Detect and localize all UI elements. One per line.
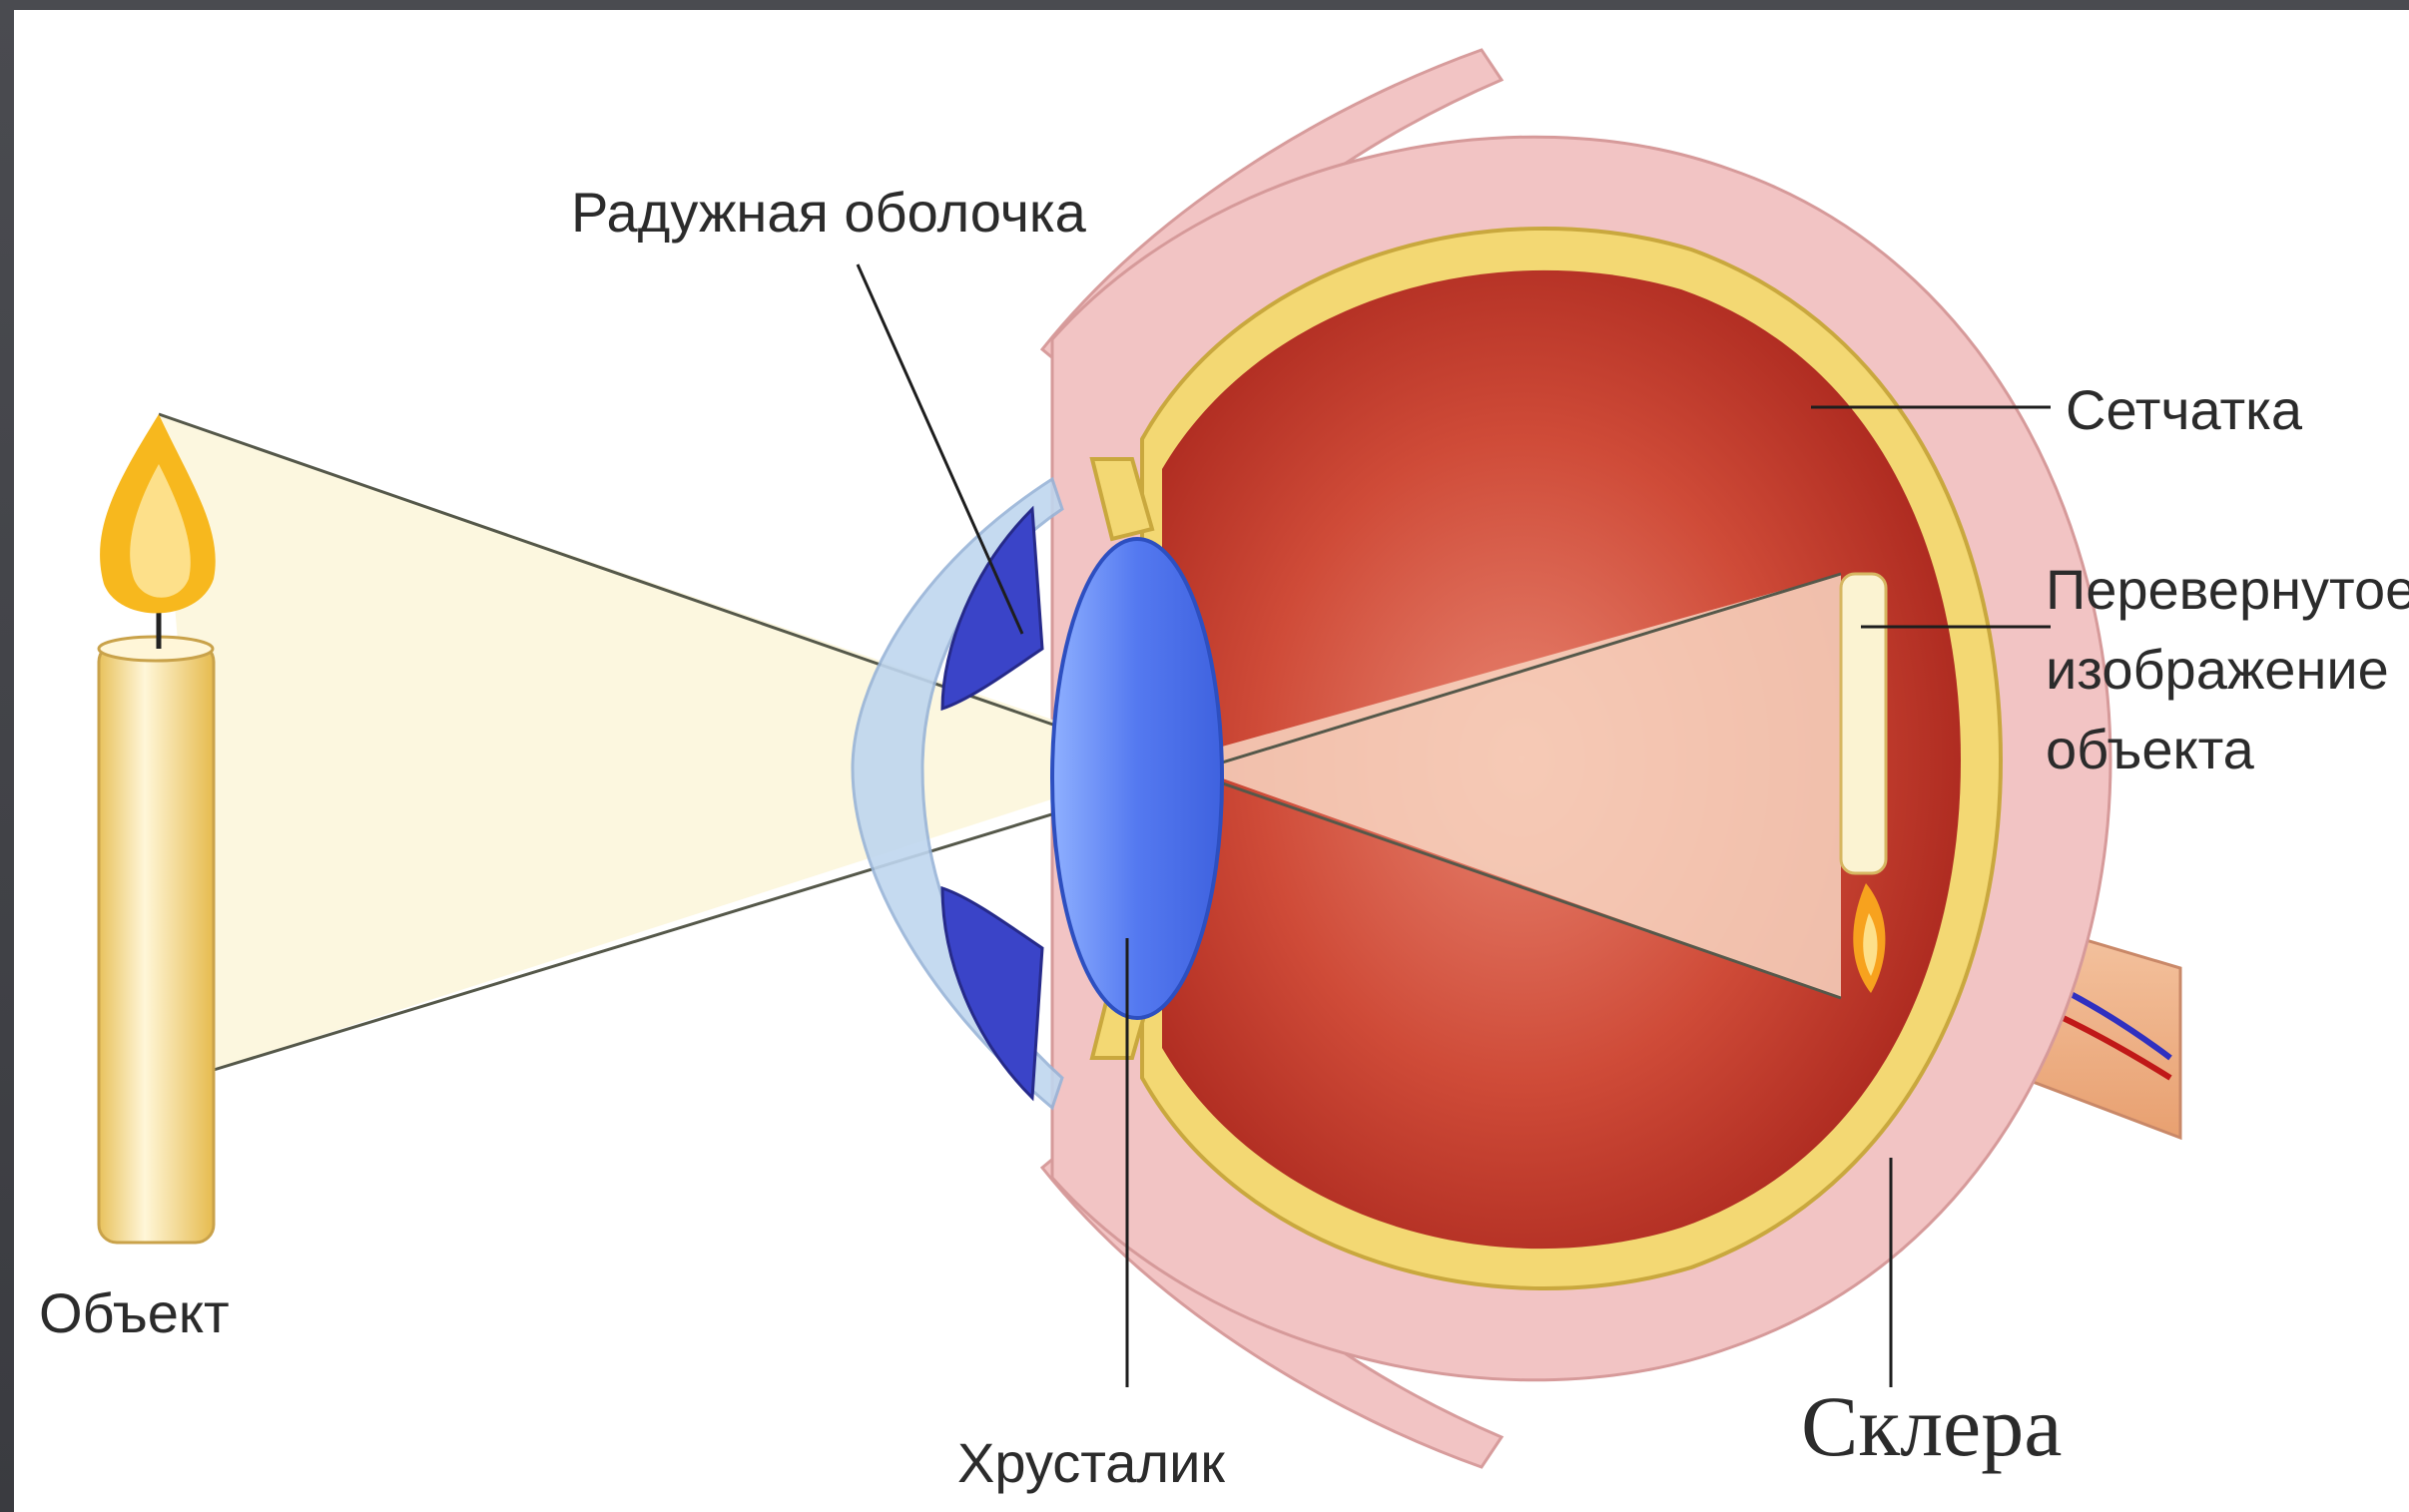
- label-retina: Сетчатка: [2066, 378, 2303, 441]
- eye-diagram: Радужная оболочка Сетчатка Перевернутое …: [14, 10, 2409, 1512]
- diagram-canvas: Радужная оболочка Сетчатка Перевернутое …: [14, 10, 2409, 1512]
- label-iris: Радужная оболочка: [571, 181, 1087, 244]
- label-image-line2: изображение: [2046, 638, 2389, 701]
- label-sclera: Склера: [1801, 1378, 2062, 1474]
- label-image-line1: Перевернутое: [2046, 558, 2409, 621]
- candle-icon: [99, 414, 216, 1243]
- lens: [1052, 539, 1222, 1018]
- label-object: Объект: [39, 1281, 230, 1344]
- label-lens: Хрусталик: [957, 1431, 1225, 1494]
- label-image-line3: объекта: [2046, 718, 2255, 780]
